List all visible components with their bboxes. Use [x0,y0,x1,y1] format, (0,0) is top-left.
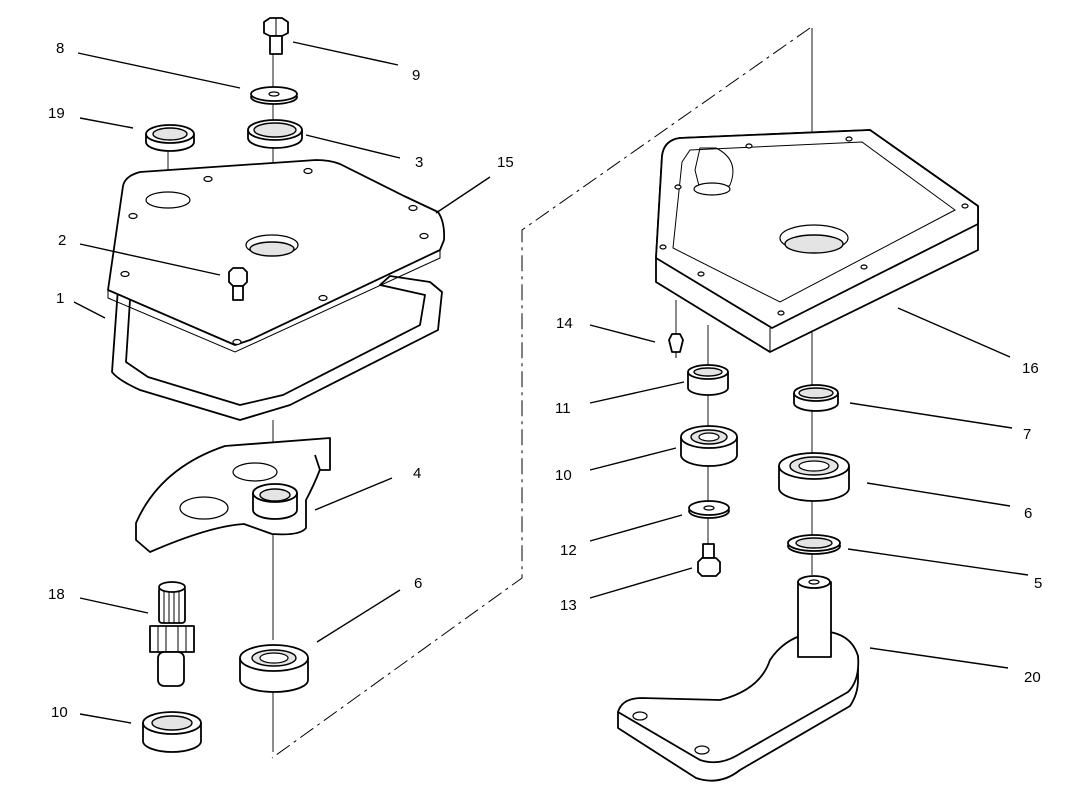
callout-13: 13 [560,597,577,614]
part-20-arm [617,575,860,782]
part-6-bearing-left [239,644,309,693]
part-10-bearing-left [142,711,202,753]
part-5-washer [787,534,841,555]
part-8-washer [250,86,298,105]
part-15-cover-plate [107,159,446,353]
callout-20: 20 [1024,669,1041,686]
callout-6-left: 6 [414,575,422,592]
housing-center-bore [779,224,849,254]
callout-5: 5 [1034,575,1042,592]
part-12-washer [688,500,730,519]
callout-4: 4 [413,465,421,482]
callout-3: 3 [415,154,423,171]
assembly-separator-line [271,27,811,759]
callout-15: 15 [497,154,514,171]
callout-11: 11 [555,400,571,417]
part-4-cam-plate [135,437,331,553]
leader-lines [73,41,1029,724]
part-14-grease-fitting [668,333,684,358]
part-19-seal [145,124,195,152]
callout-18: 18 [48,586,65,603]
part-6-bearing-right [778,452,850,502]
part-10-bearing-right [680,425,738,467]
cover-seal-opening [145,191,191,209]
callout-labels: 8 9 19 3 15 2 1 4 18 6 10 14 16 11 7 10 … [48,40,1042,721]
callout-1: 1 [56,290,64,307]
part-13-bolt [697,543,721,577]
callout-7: 7 [1023,426,1031,443]
cam-hub [252,483,298,520]
callout-8: 8 [56,40,64,57]
part-2-screw [228,267,248,301]
part-18-pinion-shaft [149,581,195,687]
callout-2: 2 [58,232,66,249]
part-7-spacer [793,384,839,412]
callout-9: 9 [412,67,420,84]
callout-6-right: 6 [1024,505,1032,522]
part-3-bearing-cup [247,119,303,149]
part-9-bolt [263,17,289,55]
callout-10-left: 10 [51,704,68,721]
callout-14: 14 [556,315,573,332]
callout-10-right: 10 [555,467,572,484]
callout-19: 19 [48,105,65,122]
callout-12: 12 [560,542,577,559]
cover-center-bore [245,234,299,257]
part-11-bushing [687,364,729,396]
part-16-housing [655,129,979,353]
callout-16: 16 [1022,360,1039,377]
arm-shaft [797,575,832,658]
part-1-gasket [111,275,443,421]
